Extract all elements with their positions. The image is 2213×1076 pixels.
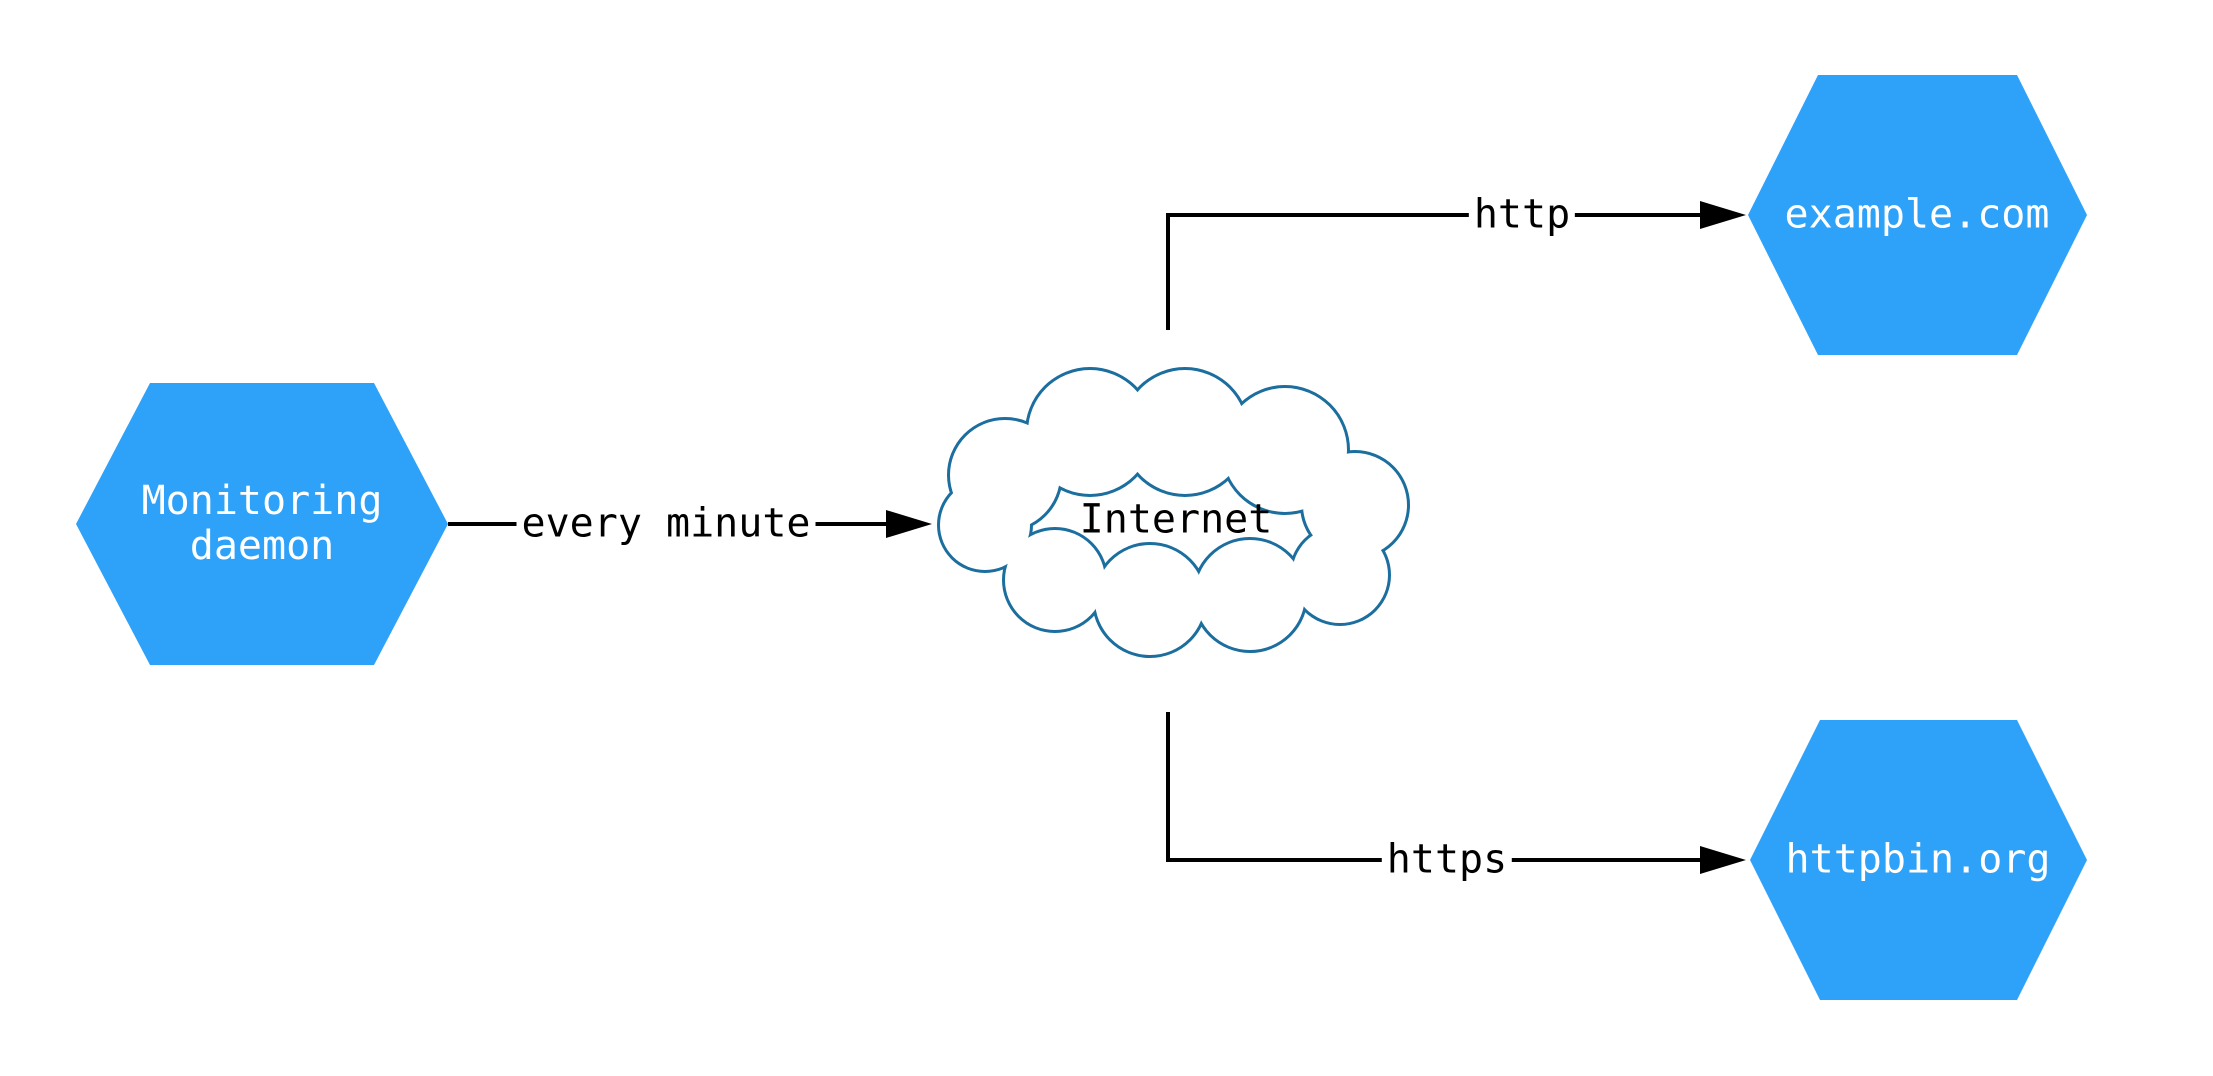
edge-label-https: https	[1381, 837, 1513, 883]
monitoring-daemon-node	[76, 383, 448, 665]
edge-internet-httpbin-line	[1166, 712, 1700, 862]
httpbin-org-label: httpbin.org	[1785, 836, 2051, 883]
edge-label-http: http	[1468, 192, 1576, 238]
edge-daemon-internet-arrowhead-icon	[886, 510, 932, 538]
edge-internet-example-arrowhead-icon	[1700, 201, 1746, 229]
internet-cloud-label: Internet	[1079, 496, 1273, 543]
edge-label-every-minute: every minute	[516, 501, 816, 547]
example-com-label: example.com	[1784, 191, 2050, 238]
internet-cloud	[937, 367, 1410, 658]
cloud-fill	[940, 370, 1407, 655]
edge-internet-example-line	[1166, 213, 1700, 330]
monitoring-daemon-label: Monitoring daemon	[141, 478, 383, 569]
example-com-node	[1748, 75, 2087, 355]
httpbin-org-node	[1750, 720, 2087, 1000]
edge-internet-httpbin-arrowhead-icon	[1700, 846, 1746, 874]
